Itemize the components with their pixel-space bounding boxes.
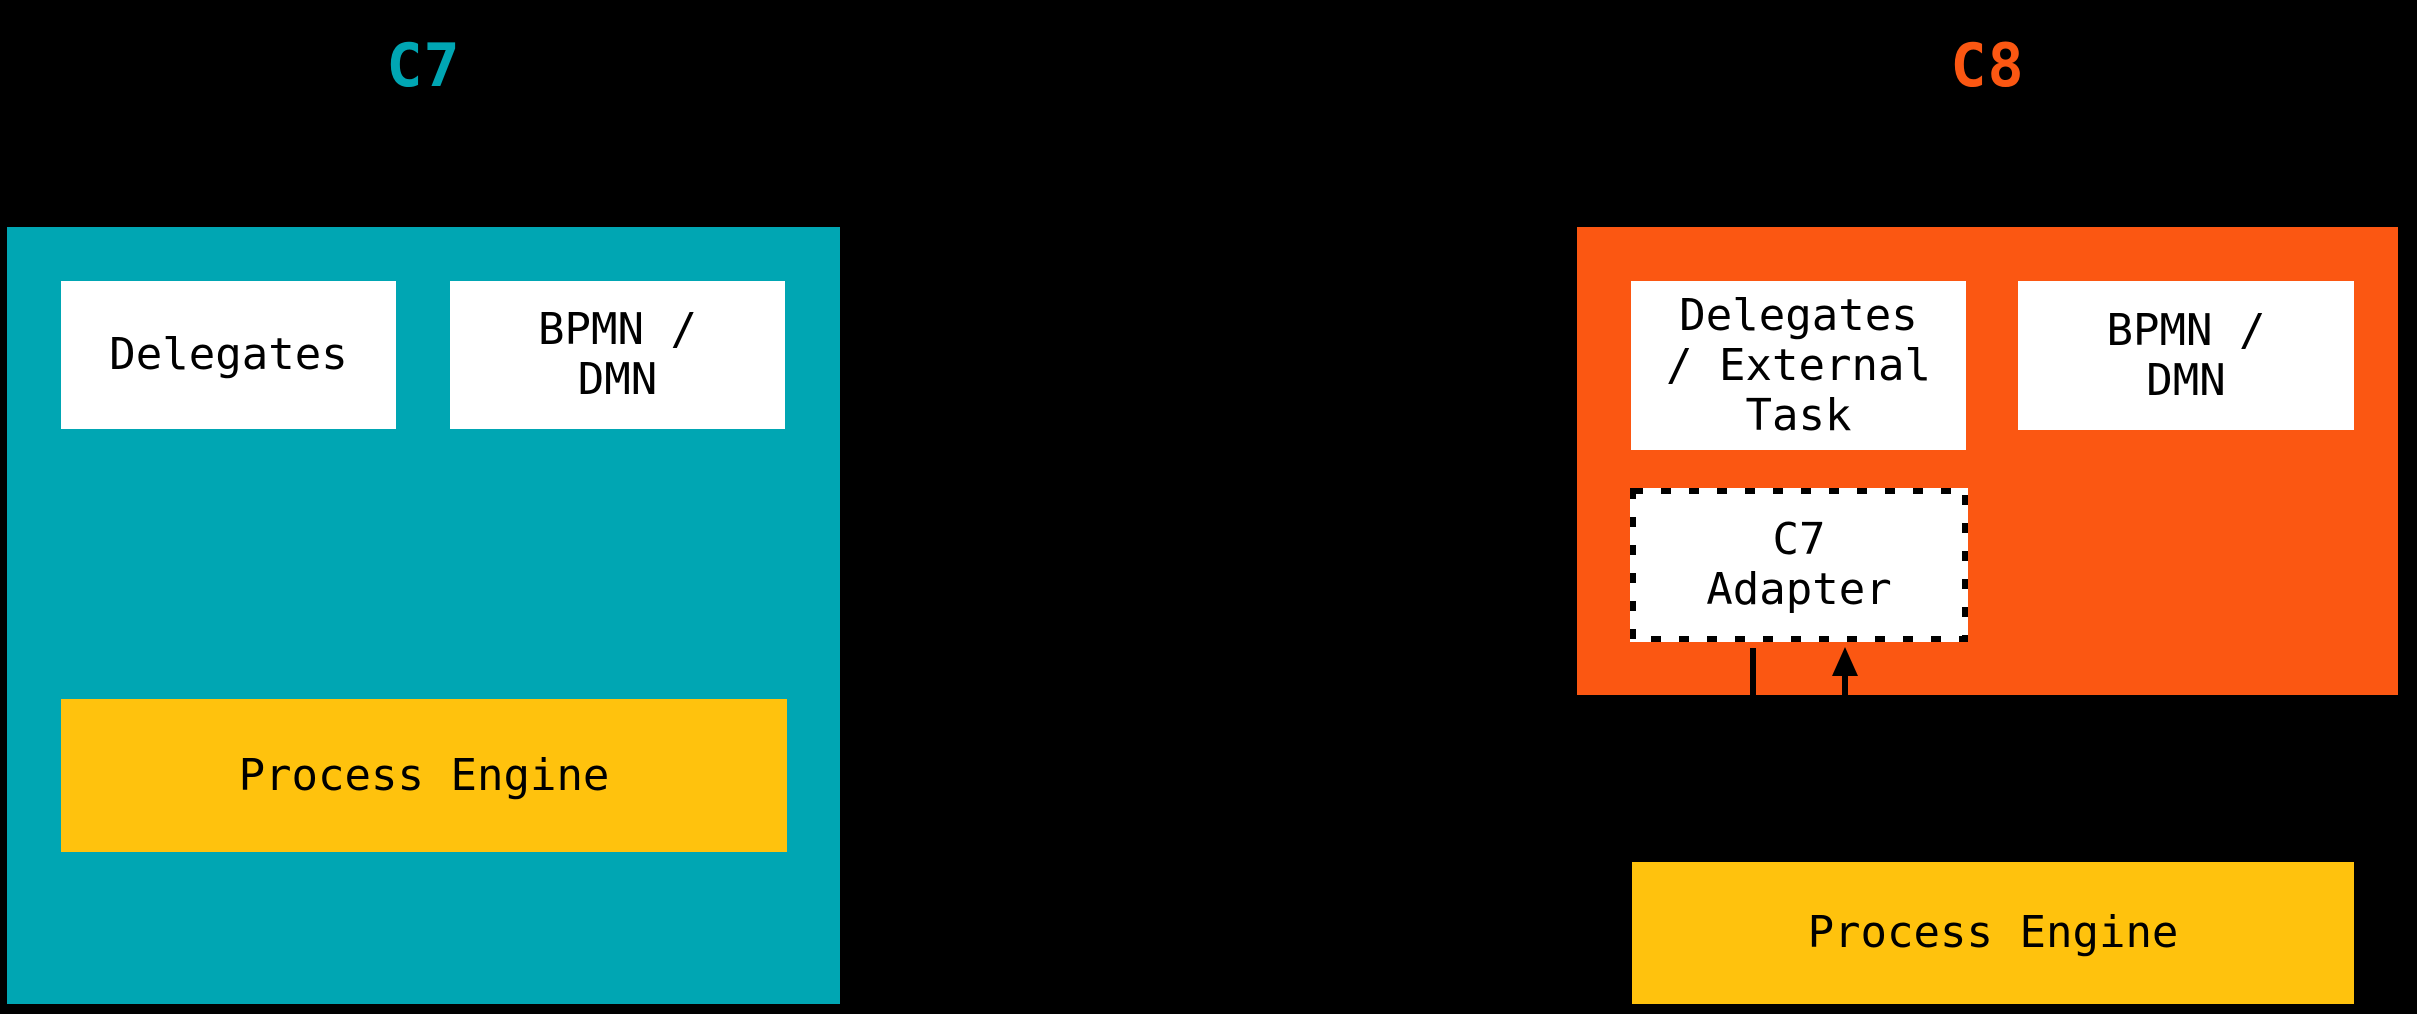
adapter-line1: C7 <box>1772 514 1826 565</box>
adapter-line2: Adapter <box>1706 564 1892 615</box>
c7-bpmn-line1: BPMN / <box>538 304 697 355</box>
c7-bpmn-dmn-box: BPMN / DMN <box>450 281 785 429</box>
c8-bpmn-line1: BPMN / <box>2106 304 2266 356</box>
c8-delegates-external-task-box: Delegates / External Task <box>1631 281 1966 450</box>
c7-title: C7 <box>386 31 461 101</box>
c8-process-engine-label: Process Engine <box>1807 907 2179 958</box>
c8-process-engine-box: Process Engine <box>1632 862 2354 1004</box>
adapter-down-line <box>1750 648 1756 695</box>
c7-process-engine-box: Process Engine <box>61 699 787 852</box>
c8-delegates-line2: / External <box>1666 339 1931 391</box>
c8-title: C8 <box>1950 31 2025 101</box>
c8-c7-adapter-box: C7 Adapter <box>1630 488 1968 642</box>
adapter-up-arrow <box>1832 647 1858 695</box>
c7-delegates-box: Delegates <box>61 281 396 429</box>
c7-process-engine-label: Process Engine <box>238 749 610 801</box>
c8-delegates-line3: Task <box>1745 389 1852 441</box>
c8-bpmn-dmn-box: BPMN / DMN <box>2018 281 2354 430</box>
arrow-head-icon <box>1832 647 1858 676</box>
c8-delegates-line1: Delegates <box>1679 289 1918 341</box>
arrow-shaft <box>1842 674 1848 695</box>
c8-bpmn-line2: DMN <box>2146 354 2226 406</box>
c7-delegates-label: Delegates <box>109 329 348 380</box>
adapter-dashed-border <box>1630 488 1968 642</box>
c7-bpmn-line2: DMN <box>577 354 658 405</box>
